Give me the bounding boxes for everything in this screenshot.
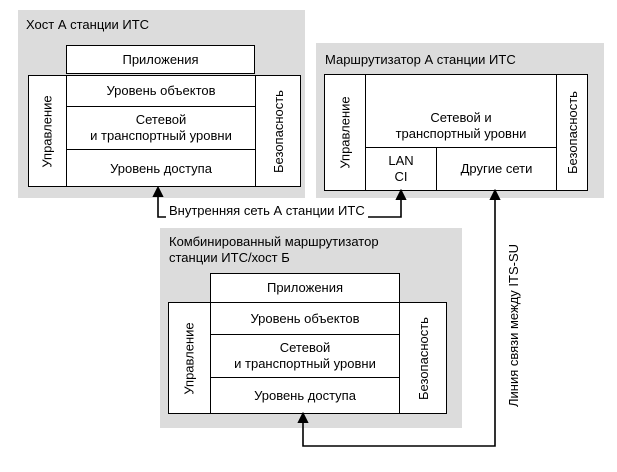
host-a-network-transport: Сетевой и транспортный уровни	[90, 112, 232, 143]
its-su-link	[297, 188, 501, 447]
host-a-objects-layer: Уровень объектов	[106, 83, 216, 98]
host-a-title: Хост А станции ИТС	[26, 17, 150, 32]
router-a-network-transport: Сетевой и транспортный уровни	[395, 110, 527, 141]
router-a-other-networks-box	[436, 147, 557, 191]
host-a-access-layer: Уровень доступа	[110, 160, 212, 176]
host-a-management-box	[28, 75, 67, 187]
router-a-lan-ci: LAN CI	[388, 153, 414, 184]
host-a-applications-box	[66, 45, 255, 74]
host-a-applications: Приложения	[122, 51, 199, 67]
router-a-management-box	[324, 74, 366, 191]
router-a-security-box	[556, 74, 588, 191]
internal-network-label: Внутренняя сеть А станции ИТС	[166, 203, 368, 218]
combined-b-management-box	[168, 302, 211, 414]
host-a-network-box	[66, 106, 256, 150]
host-a-objects-box	[66, 75, 256, 107]
its-su-link-label: Линия связи между ITS-SU	[506, 243, 522, 407]
router-a-title: Маршрутизатор А станции ИТС	[325, 52, 516, 67]
router-a-other-networks: Другие сети	[460, 161, 533, 176]
router-a-lan-ci-box	[365, 147, 437, 191]
host-a-security-box	[255, 75, 301, 187]
